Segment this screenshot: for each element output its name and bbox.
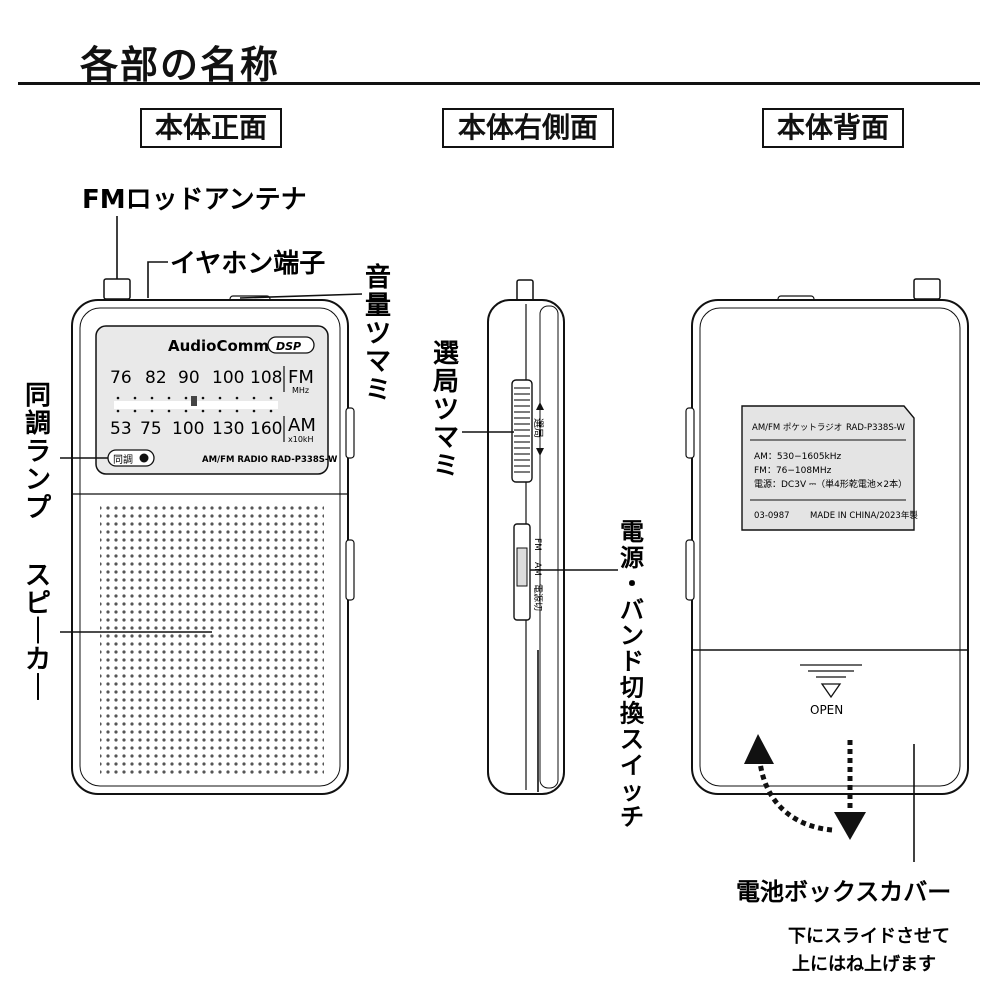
side-inner-right [539, 305, 559, 789]
callout-volume: 音量ツマミ [365, 262, 391, 405]
side-tuning-mark: 選局 [532, 418, 545, 438]
fm-tick-76: 76 [110, 368, 132, 388]
callout-battery-note-2: 上にはね上げます [792, 954, 936, 975]
label-made: MADE IN CHINA/2023年製 [810, 510, 918, 521]
side-switch-am: AM [532, 562, 542, 576]
side-view: 選局 FM AM 電源切 [487, 279, 565, 795]
front-side-switch [345, 539, 355, 601]
front-body-inner [79, 307, 341, 787]
open-label: OPEN [810, 703, 843, 717]
callout-battery-note-1: 下にスライドさせて [788, 926, 950, 947]
view-label-front: 本体正面 [140, 108, 282, 148]
am-tick-130: 130 [212, 419, 244, 439]
front-display-panel [95, 325, 329, 475]
callout-power-band: 電源・バンド切換スイッチ [620, 518, 645, 831]
side-switch-power: 電源切 [532, 584, 543, 611]
front-view: AudioComm DSP 76 82 90 100 108 FM MHz 53… [71, 278, 355, 795]
label-power: 電源：DC3V ⎓（単4形乾電池×2本） [754, 478, 907, 490]
front-speaker-grille [100, 506, 324, 774]
fm-tick-90: 90 [178, 368, 200, 388]
side-tuning-knob-ridges [514, 387, 530, 473]
label-fm: FM：76−108MHz [754, 466, 832, 476]
am-tick-75: 75 [140, 419, 162, 439]
callout-tuning-knob: 選局ツマミ [433, 339, 459, 481]
view-label-side: 本体右側面 [442, 108, 614, 148]
callout-battery-cover: 電池ボックスカバー [736, 878, 951, 906]
back-spec-label [741, 405, 915, 531]
dial-pointer [191, 396, 197, 406]
front-side-knob [345, 407, 355, 459]
back-body-inner [699, 307, 961, 787]
label-code: 03-0987 [754, 511, 790, 521]
callout-speaker: スピ｜カ｜ [25, 561, 51, 703]
back-view: AM/FM ポケットラジオ RAD-P338S-W AM：530−1605kHz… [685, 278, 969, 795]
side-tuning-arrow-down [536, 448, 544, 456]
front-model-text: AM/FM RADIO RAD-P338S-W [202, 455, 338, 465]
tuning-lamp-indicator [139, 453, 149, 463]
front-leaders [60, 216, 363, 633]
label-am: AM：530−1605kHz [754, 452, 842, 462]
side-power-switch-slider [516, 547, 528, 587]
am-unit-label: x10kH [288, 435, 314, 444]
back-side-switch [685, 539, 695, 601]
callout-earphone: イヤホン端子 [170, 249, 325, 279]
dial-dots-upper [116, 396, 273, 400]
side-tuning-knob [511, 379, 533, 483]
dial-dots-lower [116, 409, 273, 413]
side-switch-fm: FM [532, 538, 542, 551]
fm-tick-108: 108 [250, 368, 282, 388]
front-dsp-label: DSP [276, 340, 301, 353]
back-body [691, 299, 969, 795]
open-arrow-icon [820, 683, 842, 699]
callout-antenna: FMロッドアンテナ [82, 185, 307, 215]
am-tick-160: 160 [250, 419, 282, 439]
battery-cover-arrows [757, 740, 853, 833]
label-model: RAD-P338S-W [846, 423, 905, 433]
flip-up-arrow-shaft [757, 761, 833, 833]
am-band-label: AM [288, 415, 316, 436]
page-title: 各部の名称 [80, 43, 281, 87]
front-dsp-badge [267, 336, 315, 354]
fm-tick-82: 82 [145, 368, 167, 388]
am-tick-53: 53 [110, 419, 132, 439]
back-side-knob [685, 407, 695, 459]
fm-tick-100: 100 [212, 368, 244, 388]
view-label-back: 本体背面 [762, 108, 904, 148]
front-antenna-tip [103, 278, 131, 300]
label-title: AM/FM ポケットラジオ [752, 423, 842, 433]
back-antenna-tip [913, 278, 941, 300]
title-divider [18, 82, 980, 85]
tuning-lamp-badge-text: 同調 [113, 453, 133, 466]
am-tick-100: 100 [172, 419, 204, 439]
side-antenna-tip [516, 279, 534, 303]
front-brand: AudioComm [168, 337, 269, 355]
fm-unit-label: MHz [292, 386, 309, 395]
callout-tuning-lamp: 同調ランプ [25, 381, 52, 523]
fm-band-label: FM [288, 367, 314, 388]
slide-down-arrowhead-icon [834, 812, 866, 840]
side-leaders [462, 431, 618, 792]
side-tuning-arrow-up [536, 402, 544, 410]
flip-up-arrowhead-icon [744, 734, 774, 764]
